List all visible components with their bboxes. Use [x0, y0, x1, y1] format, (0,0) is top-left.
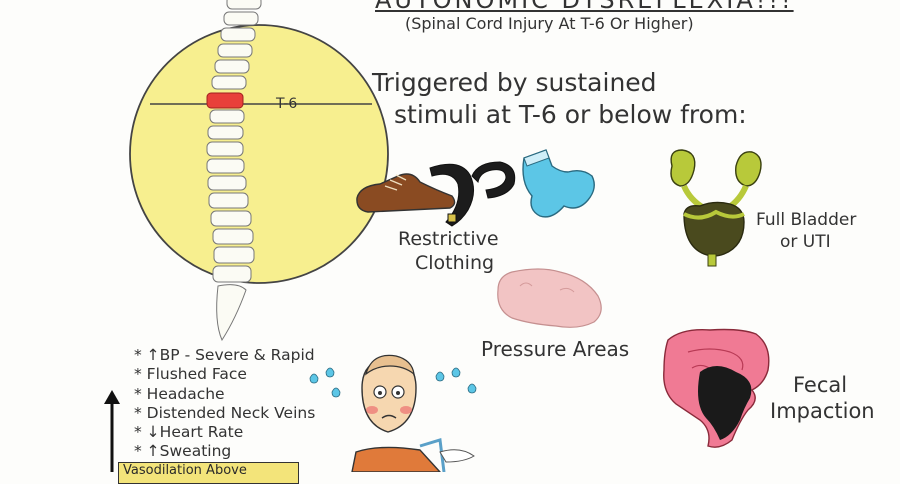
- fecal-impaction-label: Fecal: [793, 373, 848, 397]
- pressure-areas-label: Pressure Areas: [481, 337, 630, 361]
- colon-icon: [663, 328, 770, 448]
- fecal-impaction-label-2: Impaction: [770, 399, 875, 423]
- restrictive-clothing-label-2: Clothing: [415, 252, 495, 274]
- symptom-item: * Distended Neck Veins: [134, 403, 316, 422]
- full-bladder-label-2: or UTI: [780, 232, 831, 252]
- t6-vertebra-injury: [206, 92, 244, 109]
- symptom-item: * ↑BP - Severe & Rapid: [134, 346, 315, 364]
- patient-figure: [351, 354, 475, 472]
- spine-icon: [206, 0, 262, 342]
- illustration: [104, 0, 770, 472]
- trigger-text-line-2: stimuli at T-6 or below from:: [394, 100, 747, 129]
- page-title: AUTONOMIC DYSREFLEXIA!!!: [375, 0, 794, 14]
- vasodilation-box: Vasodilation Above: [118, 462, 299, 484]
- symptom-list: * ↑BP - Severe & Rapid * Flushed Face * …: [134, 346, 315, 462]
- up-arrow-icon: [104, 390, 120, 472]
- trigger-text-line-1: Triggered by sustained: [372, 68, 657, 97]
- symptom-item: * ↑Sweating: [134, 442, 232, 461]
- belt-icon: [429, 161, 516, 227]
- page-subtitle: (Spinal Cord Injury At T-6 Or Higher): [405, 14, 694, 33]
- t6-label: T-6: [276, 96, 298, 112]
- full-bladder-label: Full Bladder: [756, 210, 857, 230]
- symptom-item: * Flushed Face: [134, 365, 247, 384]
- symptom-item: * ↓Heart Rate: [134, 423, 244, 442]
- sock-icon: [522, 149, 595, 218]
- pressure-area-icon: [497, 268, 602, 328]
- symptom-item: * Headache: [134, 384, 225, 403]
- sweat-drops-icon: [309, 367, 477, 398]
- bladder-icon: [670, 149, 762, 267]
- t6-level-circle: [129, 24, 389, 284]
- shoe-icon: [356, 173, 456, 213]
- restrictive-clothing-label: Restrictive: [398, 228, 499, 250]
